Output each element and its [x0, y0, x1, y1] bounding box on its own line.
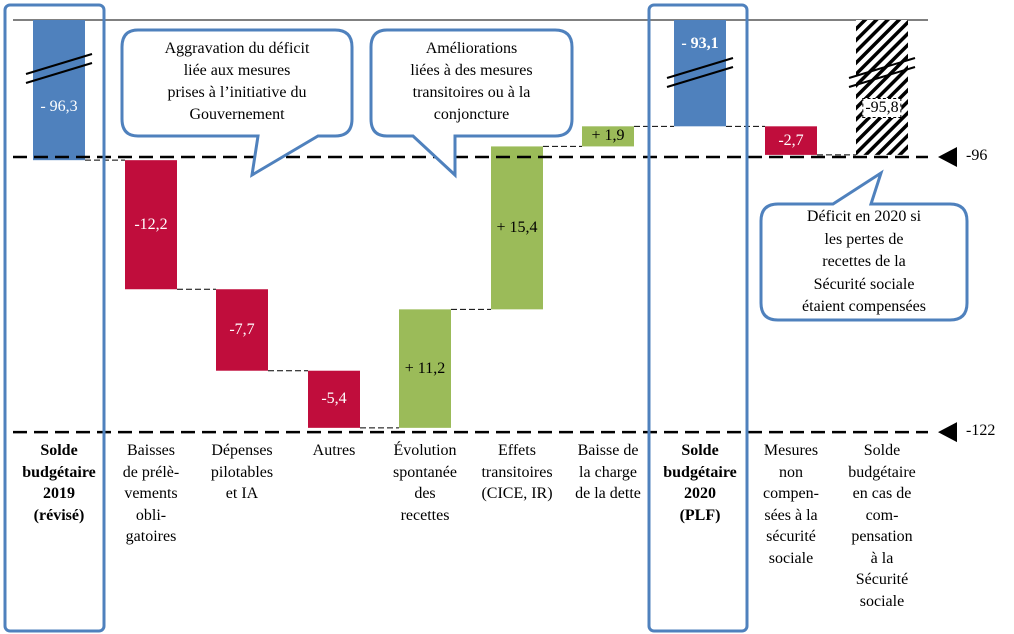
value-label: + 15,4: [496, 218, 538, 236]
bar-6: [491, 146, 543, 310]
highlight-box-2020: [647, 3, 749, 633]
category-label: Baisse de la charge de la dette: [575, 442, 641, 502]
bar-10: [856, 20, 908, 155]
value-label: - 96,3: [40, 98, 78, 115]
callout-bubble-1: [120, 28, 354, 178]
bar-1: [33, 20, 85, 161]
axis-break-mark: [666, 57, 734, 79]
value-label: -12,2: [134, 215, 168, 233]
value-label: + 11,2: [404, 359, 446, 377]
reference-label: -122: [966, 422, 996, 440]
category-label: Solde budgétaire 2019 (révisé): [22, 442, 96, 524]
category-label: Solde budgétaire en cas de com- pensatio…: [848, 442, 916, 610]
category-label: Évolution spontanée des recettes: [393, 442, 457, 524]
value-label: + 1,9: [591, 127, 625, 145]
callout-text-3: Déficit en 2020 si les pertes de recette…: [802, 208, 926, 315]
axis-break-mark: [848, 66, 916, 88]
bar-2: [125, 160, 177, 290]
triangle-marker-icon: [938, 422, 957, 443]
category-label: Mesures non compen- sées à la sécurité s…: [763, 442, 819, 567]
value-label: - 93,1: [681, 35, 719, 52]
category-label: Solde budgétaire 2020 (PLF): [663, 442, 737, 524]
axis-break-mark: [25, 62, 93, 84]
category-label: Autres: [312, 442, 356, 459]
category-label: Dépenses pilotables et IA: [210, 442, 274, 502]
value-label: -7,7: [229, 320, 255, 338]
callout-text-1: Aggravation du déficit liée aux mesures …: [164, 40, 310, 123]
bar-7: [582, 126, 634, 147]
value-label: -95,8: [862, 98, 902, 118]
bar-5: [399, 309, 451, 428]
highlight-box-2019: [3, 3, 106, 633]
axis-break-mark: [848, 57, 916, 79]
reference-label: -96: [966, 147, 988, 164]
callout-bubble-3: [759, 169, 969, 322]
value-label: -5,4: [321, 390, 347, 408]
bar-3: [216, 289, 268, 371]
axis-break-mark: [25, 53, 93, 75]
axis-break-mark: [666, 66, 734, 88]
bar-4: [308, 370, 360, 428]
category-label: Effets transitoires (CICE, IR): [481, 442, 553, 502]
callout-text-2: Améliorations liées à des mesures transi…: [410, 40, 533, 123]
triangle-marker-icon: [938, 147, 957, 167]
category-label: Baisses de prélè- vements obli- gatoires: [122, 442, 180, 545]
value-label: -2,7: [778, 131, 804, 149]
bar-9: [765, 126, 817, 155]
callout-bubble-2: [369, 28, 574, 179]
